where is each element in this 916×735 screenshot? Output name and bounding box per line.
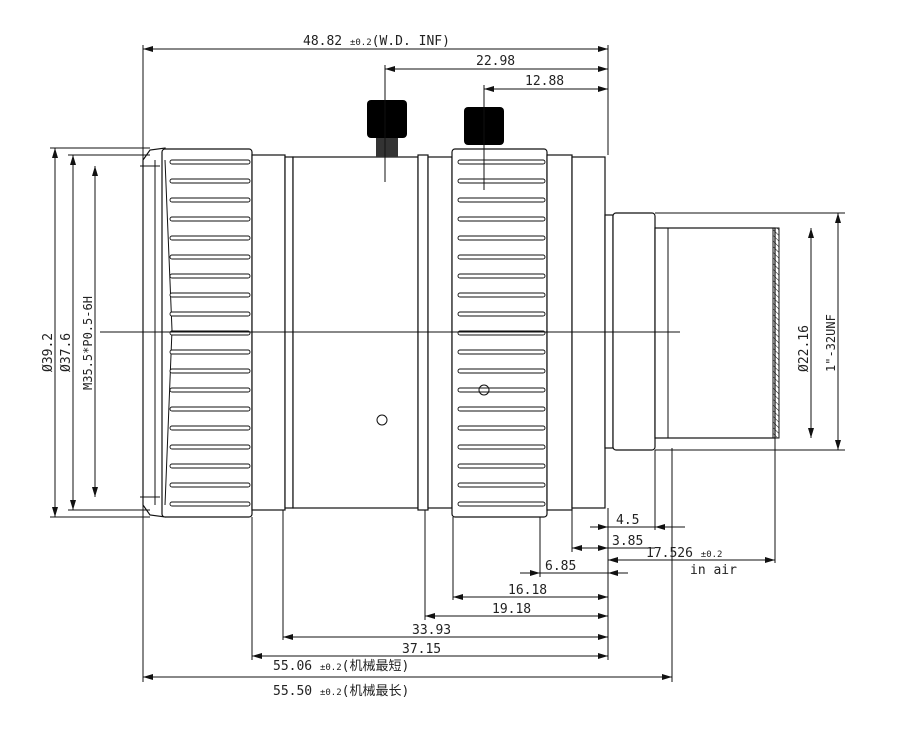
dim-screw2: 12.88	[525, 74, 564, 89]
knurl-groove	[457, 463, 546, 469]
knurl-groove	[457, 159, 546, 165]
dim-flange: 17.526 ±0.2	[646, 546, 722, 561]
dim-wd-inf: 48.82 ±0.2(W.D. INF)	[303, 34, 450, 49]
knurl-groove	[169, 311, 251, 317]
screw-hole-icon	[376, 414, 388, 426]
knurl-groove	[457, 368, 546, 374]
knurl-groove	[169, 482, 251, 488]
knurl-groove	[169, 501, 251, 507]
dimension-labels: 48.82 ±0.2(W.D. INF) 22.98 12.88 Ø39.2 Ø…	[41, 34, 838, 699]
dim-screw1: 22.98	[476, 54, 515, 69]
dim-d39: Ø39.2	[41, 333, 56, 372]
dim-thread-front: M35.5*P0.5-6H	[81, 296, 95, 390]
dim-19-18: 19.18	[492, 602, 531, 617]
knurl-groove	[169, 235, 251, 241]
knurl-groove	[169, 254, 251, 260]
knurl-groove	[457, 197, 546, 203]
knurl-groove	[169, 387, 251, 393]
dim-thread-mount: 1"-32UNF	[824, 314, 838, 372]
knurl-groove	[169, 463, 251, 469]
knurl-groove	[457, 387, 546, 393]
knurl-groove	[457, 254, 546, 260]
knurl-groove	[457, 482, 546, 488]
knurl-groove	[169, 273, 251, 279]
knurl-groove	[457, 216, 546, 222]
knurl-groove	[457, 406, 546, 412]
dim-33-93: 33.93	[412, 623, 451, 638]
dim-37-15: 37.15	[402, 642, 441, 657]
knurl-groove	[169, 292, 251, 298]
dim-3-85: 3.85	[612, 534, 643, 549]
knurl-groove	[169, 197, 251, 203]
dim-d22: Ø22.16	[797, 325, 812, 372]
knurl-groove	[169, 349, 251, 355]
knurl-groove	[169, 216, 251, 222]
knurl-groove	[169, 425, 251, 431]
knurl-groove	[169, 178, 251, 184]
knurl-groove	[457, 349, 546, 355]
knurl-groove	[457, 273, 546, 279]
thread-hatch	[772, 227, 780, 439]
knurl-groove	[457, 292, 546, 298]
screw-hole-icon	[478, 384, 490, 396]
knurl-groove	[457, 444, 546, 450]
dim-length-short: 55.06 ±0.2(机械最短)	[273, 659, 409, 674]
dimension-lines	[52, 46, 841, 680]
dim-d37: Ø37.6	[59, 333, 74, 372]
knurl-groove	[169, 444, 251, 450]
dim-6-85: 6.85	[545, 559, 576, 574]
knurl-groove	[169, 368, 251, 374]
mount-thread	[654, 227, 776, 439]
dim-flange-note: in air	[690, 563, 737, 578]
dim-length-long: 55.50 ±0.2(机械最长)	[273, 684, 409, 699]
knurl-groove	[169, 159, 251, 165]
knurl-groove	[457, 425, 546, 431]
knurl-groove	[169, 406, 251, 412]
knurl-groove	[457, 501, 546, 507]
knurl-groove	[457, 311, 546, 317]
lens-body	[100, 65, 780, 518]
knurl-groove	[457, 178, 546, 184]
focus-lock-screw-icon[interactable]	[367, 100, 407, 138]
extension-lines	[50, 45, 845, 682]
dim-16-18: 16.18	[508, 583, 547, 598]
knurl-groove	[457, 235, 546, 241]
dim-4-5: 4.5	[616, 513, 639, 528]
